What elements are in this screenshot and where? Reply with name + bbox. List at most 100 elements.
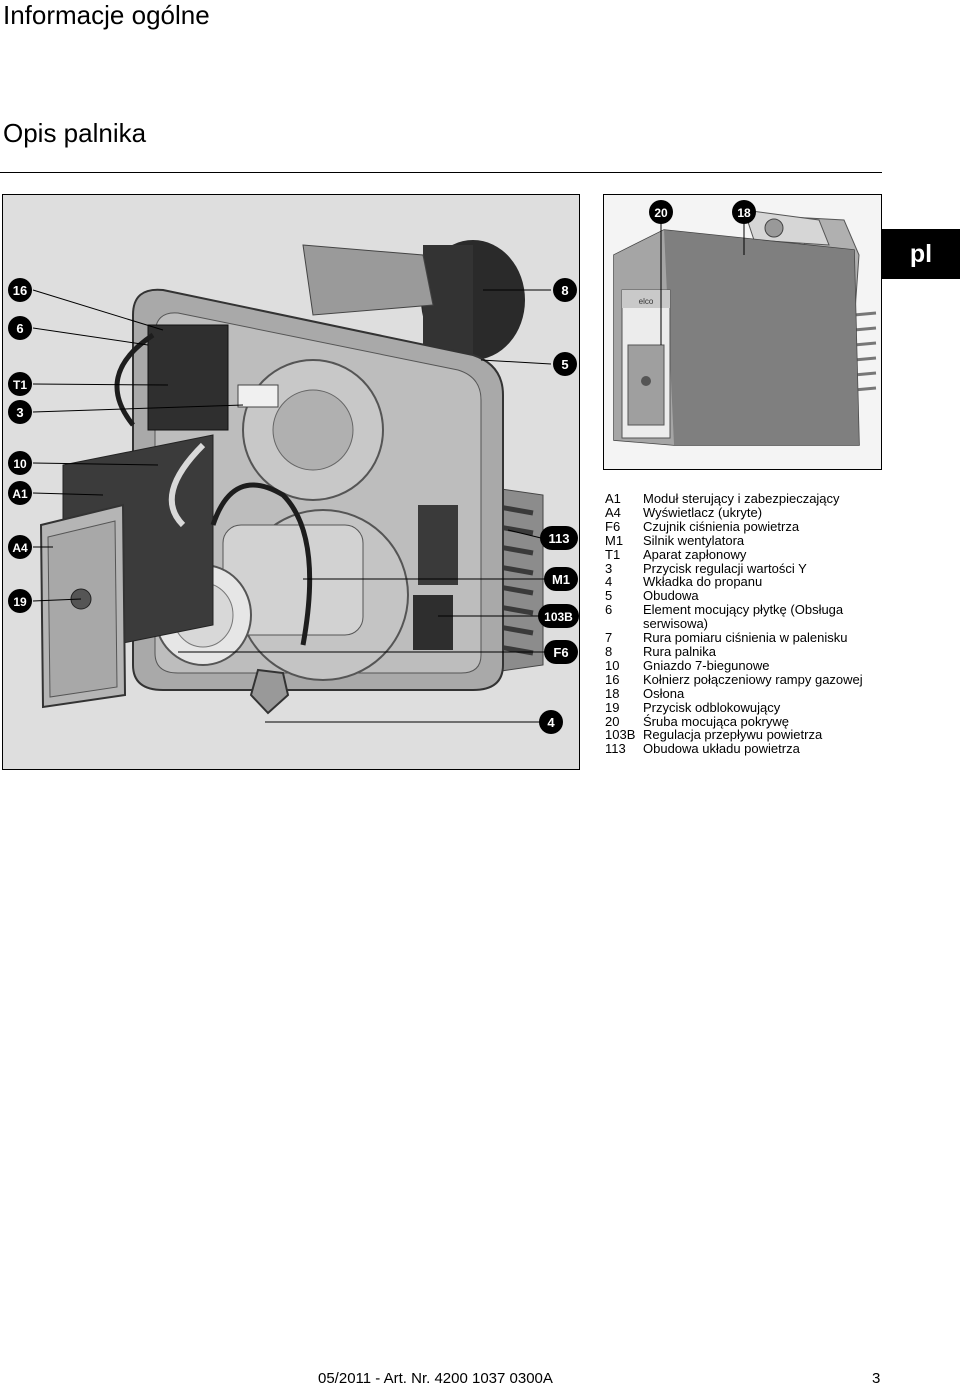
legend-code: 6 — [605, 602, 613, 618]
legend-code: 16 — [605, 671, 620, 687]
legend-code: 113 — [605, 741, 626, 757]
callout-m1: M1 — [544, 567, 578, 591]
svg-text:19: 19 — [13, 595, 27, 609]
legend-code: A4 — [605, 504, 621, 520]
callout-20: 20 — [649, 200, 673, 224]
legend-description: Moduł sterujący i zabezpieczający — [643, 491, 840, 506]
legend-row: 4 Wkładka do propanu — [605, 575, 895, 589]
page-title: Informacje ogólne — [3, 0, 210, 30]
legend-row: T1 Aparat zapłonowy — [605, 546, 895, 562]
svg-text:4: 4 — [547, 715, 555, 730]
legend-description: Osłona — [643, 685, 685, 701]
callout-113: 113 — [540, 526, 578, 550]
svg-text:5: 5 — [561, 357, 568, 372]
svg-text:6: 6 — [16, 321, 23, 336]
callout-a4: A4 — [8, 535, 32, 559]
svg-text:113: 113 — [549, 531, 570, 546]
legend-description: Regulacja przepływu powietrza — [643, 727, 823, 743]
legend-row: 19 Przycisk odblokowujący — [605, 699, 895, 715]
callout-10: 10 — [8, 451, 32, 475]
callout-103b: 103B — [538, 604, 579, 628]
legend-row: 3 Przycisk regulacji wartości Y — [605, 560, 895, 576]
header-divider — [0, 172, 882, 173]
legend-row: F6 Czujnik ciśnienia powietrza — [605, 518, 895, 534]
legend-row: A1 Moduł sterujący i zabezpieczający — [605, 492, 895, 506]
legend-row: A4 Wyświetlacz (ukryte) — [605, 506, 895, 520]
legend-code: 8 — [605, 643, 613, 659]
legend-description: Kołnierz połączeniowy rampy gazowej — [643, 671, 863, 687]
callout-f6: F6 — [544, 640, 578, 664]
callout-a1: A1 — [8, 481, 32, 505]
legend-code: 19 — [605, 699, 620, 715]
svg-text:A1: A1 — [12, 487, 28, 501]
callout-3: 3 — [8, 400, 32, 424]
legend-description: Silnik wentylatora — [643, 532, 745, 548]
legend-row: 113 Obudowa układu powietrza — [605, 742, 895, 756]
svg-text:3: 3 — [16, 405, 23, 420]
burner-illustration: 16 6 T1 3 10 A1 A4 19 8 5 113 M1 103B F6… — [2, 194, 580, 770]
page-number: 3 — [872, 1370, 881, 1387]
legend-code: 20 — [605, 713, 620, 729]
svg-text:T1: T1 — [13, 378, 27, 392]
legend-code: 5 — [605, 588, 613, 604]
legend-code: 3 — [605, 560, 613, 576]
legend-description: Element mocujący płytkę (Obsługa — [643, 602, 844, 618]
svg-text:A4: A4 — [12, 541, 28, 555]
callout-8: 8 — [553, 278, 577, 302]
legend-row: 16 Kołnierz połączeniowy rampy gazowej — [605, 671, 895, 687]
closed-burner-illustration: elco 20 18 — [603, 194, 882, 470]
callout-4: 4 — [539, 710, 563, 734]
legend-description: Aparat zapłonowy — [643, 546, 747, 562]
svg-text:18: 18 — [737, 206, 751, 220]
legend-description: Wkładka do propanu — [643, 574, 763, 590]
legend-description: Gniazdo 7-biegunowe — [643, 657, 770, 673]
legend-code: M1 — [605, 532, 624, 548]
svg-text:10: 10 — [13, 457, 27, 471]
legend-code: 4 — [605, 574, 613, 590]
svg-text:M1: M1 — [552, 572, 570, 587]
burner-drawing: 16 6 T1 3 10 A1 A4 19 8 5 113 M1 103B F6… — [3, 195, 579, 769]
callout-t1: T1 — [8, 372, 32, 396]
elco-logo: elco — [639, 297, 654, 306]
legend-description: Przycisk odblokowujący — [643, 699, 781, 715]
legend-code: 7 — [605, 630, 613, 646]
legend-row: 20 Śruba mocująca pokrywę — [605, 713, 895, 729]
svg-text:20: 20 — [654, 206, 668, 220]
legend-row: 5 Obudowa — [605, 589, 895, 603]
legend-code: 103B — [605, 727, 636, 743]
legend-code: 18 — [605, 685, 620, 701]
callout-16: 16 — [8, 278, 32, 302]
section-title: Opis palnika — [3, 118, 147, 148]
legend-row: 6 Element mocujący płytkę (Obsługa — [605, 603, 895, 617]
legend-code: F6 — [605, 518, 621, 534]
legend-description: Wyświetlacz (ukryte) — [643, 504, 763, 520]
legend-row: 18 Osłona — [605, 685, 895, 701]
legend-description: Obudowa — [643, 588, 699, 604]
legend-row: serwisowa) — [605, 617, 895, 631]
legend-description: Rura palnika — [643, 643, 716, 659]
legend-description: Śruba mocująca pokrywę — [643, 713, 789, 729]
legend-description: Przycisk regulacji wartości Y — [643, 560, 807, 576]
svg-text:8: 8 — [561, 283, 568, 298]
callout-6: 6 — [8, 316, 32, 340]
legend-description: serwisowa) — [643, 616, 709, 632]
legend-row: 10 Gniazdo 7-biegunowe — [605, 657, 895, 673]
svg-text:16: 16 — [13, 283, 27, 298]
legend-code: T1 — [605, 546, 621, 562]
language-tab: pl — [882, 229, 960, 279]
legend-code: 10 — [605, 657, 620, 673]
legend-row: 103B Regulacja przepływu powietrza — [605, 728, 895, 742]
legend-row: 8 Rura palnika — [605, 645, 895, 659]
callout-18: 18 — [732, 200, 756, 224]
legend-description: Rura pomiaru ciśnienia w palenisku — [643, 630, 848, 646]
legend-code: A1 — [605, 491, 621, 506]
footer-article-number: 05/2011 - Art. Nr. 4200 1037 0300A — [318, 1370, 553, 1387]
legend-row: 7 Rura pomiaru ciśnienia w palenisku — [605, 631, 895, 645]
callout-19: 19 — [8, 589, 32, 613]
legend-description: Czujnik ciśnienia powietrza — [643, 518, 800, 534]
legend-code — [605, 617, 643, 631]
svg-text:F6: F6 — [553, 645, 568, 660]
closed-burner-drawing: elco 20 18 — [604, 195, 881, 469]
legend-description: Obudowa układu powietrza — [643, 741, 800, 757]
